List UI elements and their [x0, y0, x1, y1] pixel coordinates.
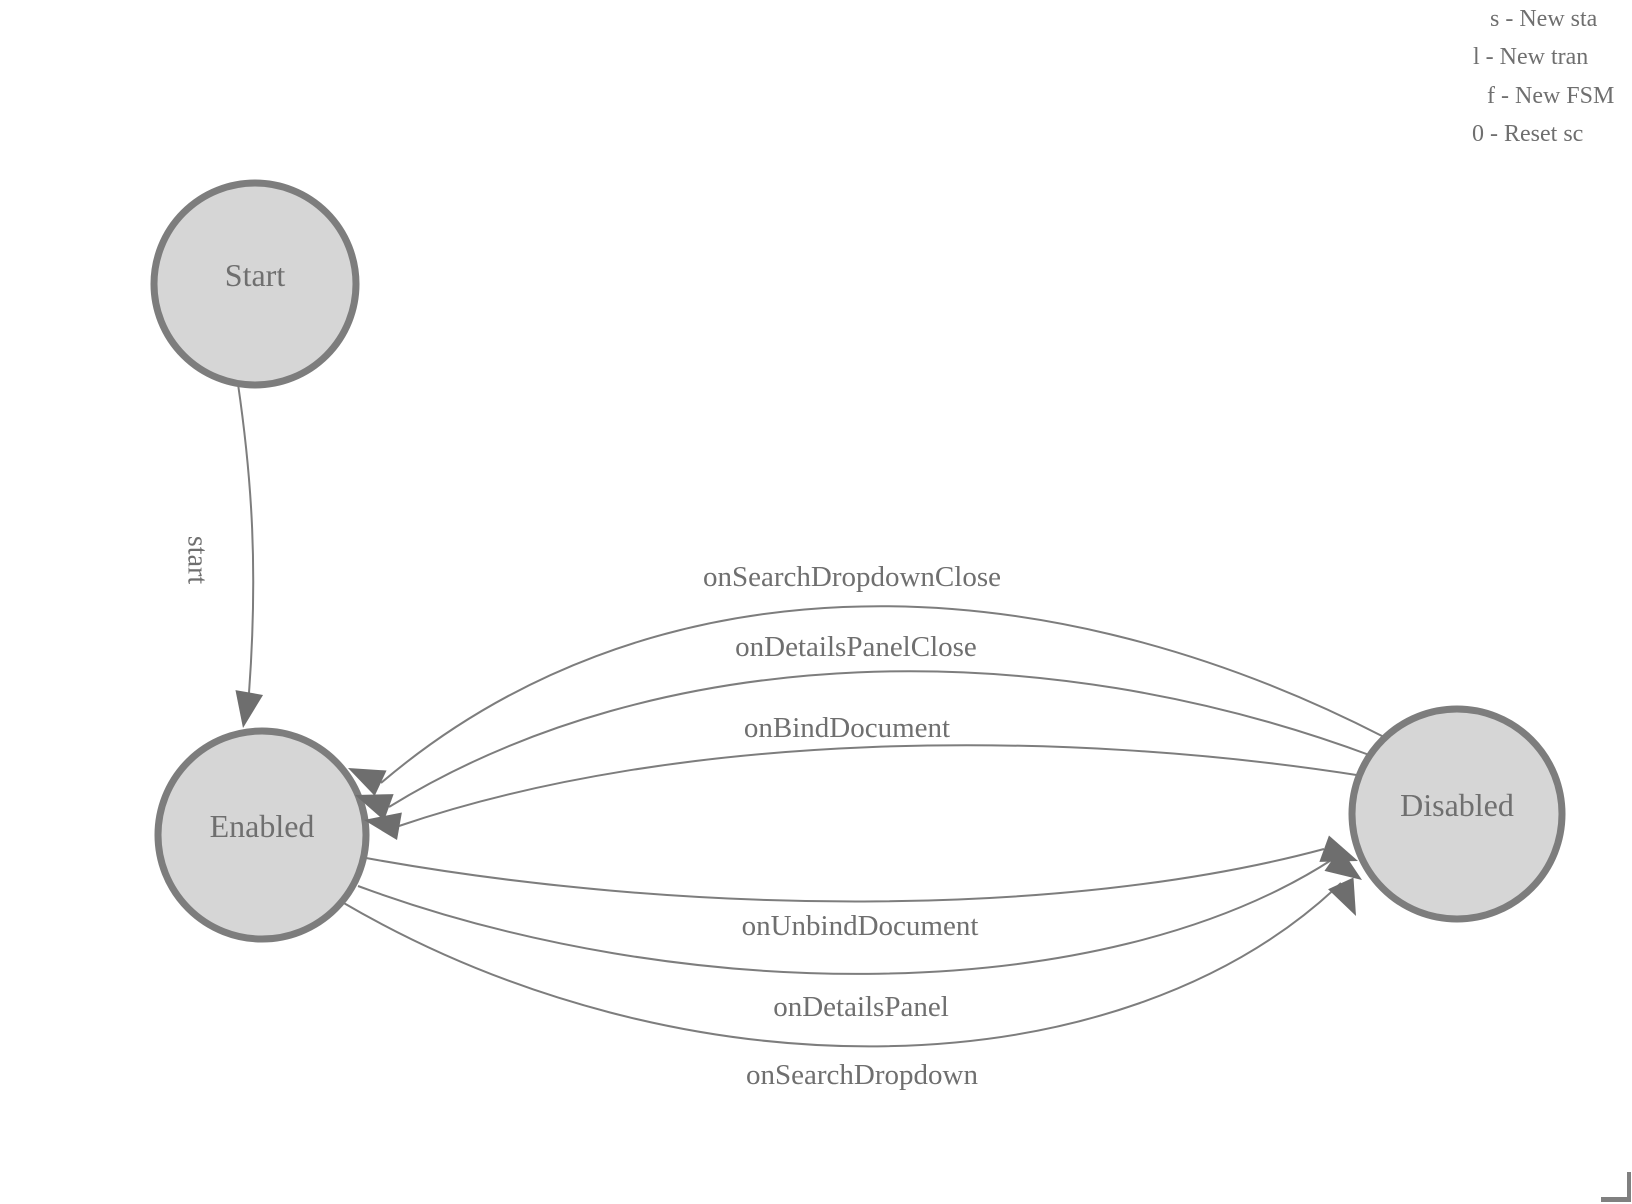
arrowhead-onBindDocument [364, 812, 402, 841]
edge-label-onBindDocument: onBindDocument [744, 712, 950, 744]
state-node-start[interactable] [150, 179, 360, 389]
arrowhead-start-transition [235, 690, 264, 728]
edge-label-start-transition: start [182, 536, 213, 584]
legend-line-new-fsm: f - New FSM [1487, 83, 1615, 109]
edge-label-onDetailsPanelClose: onDetailsPanelClose [735, 631, 977, 663]
edge-onDetailsPanelClose[interactable] [388, 670, 1373, 808]
edge-label-onDetailsPanel: onDetailsPanel [773, 991, 949, 1023]
arrowhead-onUnbindDocument [1319, 835, 1358, 862]
viewport-corner-vertical [1627, 1172, 1631, 1202]
edge-onUnbindDocument[interactable] [365, 848, 1325, 903]
edge-onDetailsPanel[interactable] [357, 858, 1334, 975]
legend-line-reset: 0 - Reset sc [1472, 121, 1584, 147]
arrowhead-onSearchDropdown [1328, 877, 1356, 916]
state-node-disabled[interactable] [1348, 705, 1566, 923]
edge-start-transition[interactable] [237, 383, 255, 694]
arrowhead-onDetailsPanel [1324, 847, 1362, 880]
arrowhead-onDetailsPanelClose [355, 794, 394, 821]
edge-label-onSearchDropdown: onSearchDropdown [746, 1059, 978, 1091]
legend-line-new-state: s - New sta [1490, 6, 1598, 32]
edge-label-onSearchDropdownClose: onSearchDropdownClose [703, 561, 1001, 593]
edge-onBindDocument[interactable] [398, 744, 1364, 827]
viewport-corner-horizontal [1601, 1197, 1631, 1202]
edge-onSearchDropdownClose[interactable] [380, 605, 1385, 784]
state-node-enabled[interactable] [154, 727, 370, 943]
edge-onSearchDropdown[interactable] [341, 882, 1342, 1048]
state-label-start: Start [225, 257, 286, 293]
edge-label-onUnbindDocument: onUnbindDocument [742, 910, 979, 942]
state-label-disabled: Disabled [1400, 787, 1514, 823]
state-label-enabled: Enabled [210, 808, 315, 844]
legend-line-new-transition: l - New tran [1473, 44, 1589, 70]
arrowhead-onSearchDropdownClose [348, 768, 387, 796]
